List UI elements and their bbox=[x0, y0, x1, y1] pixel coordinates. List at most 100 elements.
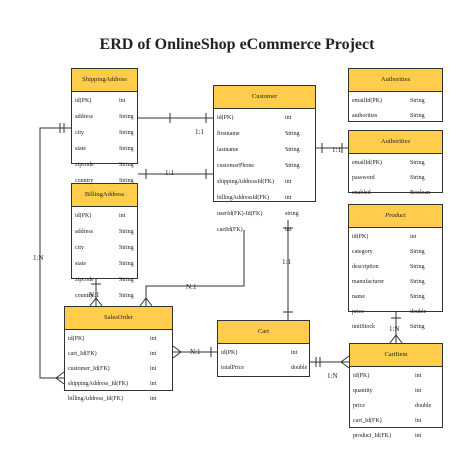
entity-authorities: Authorities emailId(PK) String authorities… bbox=[348, 68, 443, 122]
attribute-row: shippingAddress_Id(FK)int bbox=[68, 380, 168, 388]
crow-cart-cartitem bbox=[340, 355, 350, 369]
tick-customer-auth bbox=[321, 143, 343, 153]
attribute-type: String bbox=[410, 175, 425, 181]
attribute-row: cartId(FK)int bbox=[217, 226, 311, 234]
attribute-type: String bbox=[285, 147, 300, 153]
attribute-name: price bbox=[352, 309, 364, 315]
attribute-name: zipcode bbox=[75, 162, 94, 168]
crow-address-order bbox=[55, 371, 65, 385]
attribute-type: String bbox=[410, 98, 425, 104]
attribute-row: cart_Id(FK) int bbox=[353, 417, 438, 425]
attribute-name: category bbox=[352, 249, 373, 255]
attribute-row: unitStock String bbox=[352, 323, 438, 331]
entity-header: Authorities bbox=[349, 131, 442, 154]
attribute-name: authorities bbox=[352, 113, 378, 119]
attribute-type: int bbox=[415, 418, 422, 424]
entity-header: Cart bbox=[218, 321, 309, 344]
attribute-row: id(PK)int bbox=[75, 97, 133, 105]
attribute-row: customer_Id(FK)int bbox=[68, 365, 168, 373]
attribute-type: String bbox=[410, 279, 425, 285]
attribute-type: int bbox=[285, 195, 292, 201]
attribute-name: userId(FK)-Id(FK) bbox=[217, 211, 263, 217]
tick-address-order bbox=[59, 123, 65, 133]
attribute-type: String bbox=[119, 146, 134, 152]
attribute-type: String bbox=[285, 131, 300, 137]
attribute-type: String bbox=[410, 160, 425, 166]
attribute-name: password bbox=[352, 175, 375, 181]
attribute-name: emailId(PK) bbox=[352, 98, 382, 104]
attribute-name: cart_Id(FK) bbox=[68, 351, 97, 357]
attribute-type: int bbox=[285, 115, 292, 121]
attribute-name: id(PK) bbox=[75, 98, 92, 104]
label-customer-auth: 1:1 bbox=[332, 146, 341, 154]
attribute-row: state String bbox=[75, 145, 134, 153]
attribute-name: id(PK) bbox=[352, 234, 369, 240]
attribute-type: int bbox=[150, 351, 157, 357]
attribute-name: state bbox=[75, 146, 86, 152]
entity-header: ShippingAddress bbox=[72, 69, 137, 92]
label-customer-order: N:1 bbox=[186, 283, 197, 291]
attribute-row: password String bbox=[352, 174, 438, 182]
diagram-title: ERD of OnlineShop eCommerce Project bbox=[99, 36, 375, 53]
attribute-type: string bbox=[285, 211, 299, 217]
attribute-name: city bbox=[75, 245, 84, 251]
attribute-type: int bbox=[410, 234, 417, 240]
attribute-type: String bbox=[119, 229, 134, 235]
attribute-type: String bbox=[119, 245, 134, 251]
link-customer-order bbox=[145, 230, 245, 306]
attribute-type: double bbox=[415, 403, 432, 409]
label-address-order: 1:N bbox=[33, 254, 44, 262]
entity-header: Authorities bbox=[349, 69, 442, 92]
attribute-name: product_Id(FK) bbox=[353, 433, 391, 439]
entity-authorities-credentials: Authorities emailId(PK) String password Str… bbox=[348, 130, 443, 196]
attribute-row: id(PK) int bbox=[353, 372, 438, 380]
attribute-name: id(PK) bbox=[353, 373, 370, 379]
attribute-type: int bbox=[415, 373, 422, 379]
attribute-name: quantity bbox=[353, 388, 373, 394]
link-address-order bbox=[39, 127, 71, 379]
attribute-type: String bbox=[119, 277, 134, 283]
attribute-type: int bbox=[291, 350, 298, 356]
attribute-name: cart_Id(FK) bbox=[353, 418, 382, 424]
attribute-row: emailId(PK) String bbox=[352, 159, 438, 167]
label-cart-order: N:1 bbox=[190, 348, 201, 356]
attribute-type: String bbox=[285, 163, 300, 169]
crow-product-cartitem bbox=[389, 334, 403, 344]
attribute-name: unitStock bbox=[352, 324, 376, 330]
attribute-name: customer_Id(FK) bbox=[68, 366, 110, 372]
attribute-row: product_Id(FK)int bbox=[353, 432, 438, 440]
attribute-name: country bbox=[75, 178, 94, 184]
attribute-row: price double bbox=[352, 308, 438, 316]
attribute-type: double bbox=[410, 309, 427, 315]
attribute-name: description bbox=[352, 264, 379, 270]
attribute-name: firstname bbox=[217, 131, 240, 137]
attribute-row: id(PK)int bbox=[217, 114, 311, 122]
crow-billing-order bbox=[89, 297, 103, 307]
attribute-name: cartId(FK) bbox=[217, 227, 243, 233]
entity-header: CartItem bbox=[350, 344, 442, 367]
attribute-name: emailId(PK) bbox=[352, 160, 382, 166]
attribute-type: String bbox=[410, 324, 425, 330]
attribute-row: id(PK)int bbox=[75, 212, 133, 220]
attribute-row: emailId(PK) String bbox=[352, 97, 438, 105]
attribute-type: String bbox=[119, 114, 134, 120]
tick-bill-customer bbox=[145, 169, 207, 179]
tick-customer-cart bbox=[283, 227, 293, 313]
